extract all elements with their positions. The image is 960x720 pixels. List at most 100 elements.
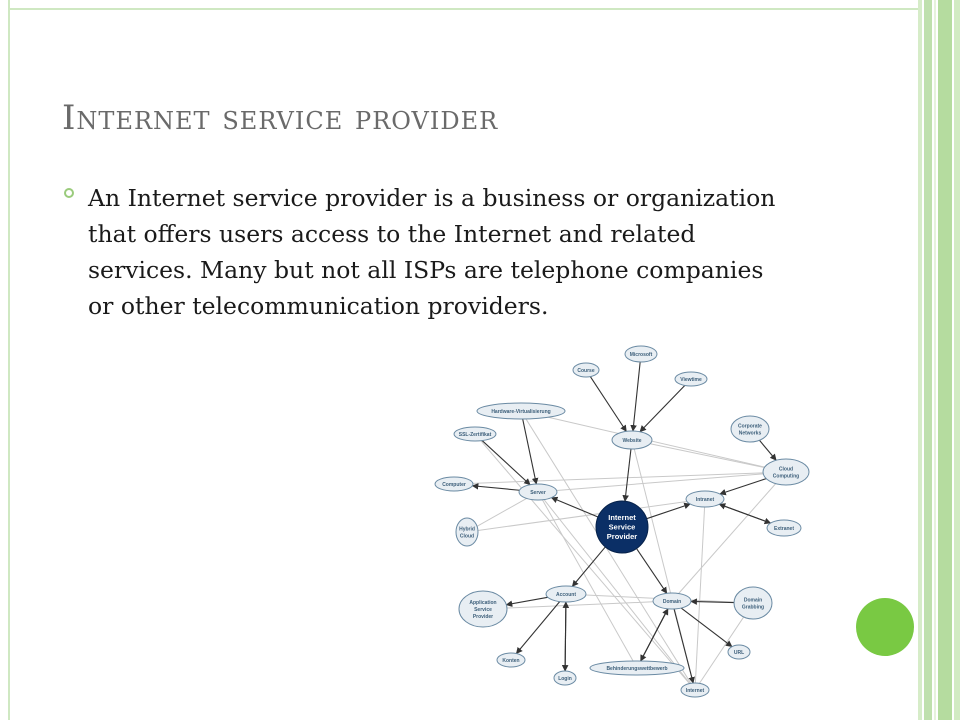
node-konten: Konten	[496, 652, 526, 668]
node-label-asp: Provider	[473, 614, 493, 620]
edge-behinderung-domain	[640, 608, 669, 662]
decor-stripe	[918, 0, 922, 720]
edge-cloud-domain	[678, 483, 777, 594]
edge-isp-account	[571, 546, 606, 587]
slide-title: Internet service provider	[62, 98, 499, 138]
edge-hybrid-intranet	[477, 501, 688, 531]
node-label-login: Login	[558, 676, 572, 682]
decor-stripe	[954, 0, 960, 720]
isp-network-diagram: InternetServiceProviderMicrosoftCourseVi…	[434, 345, 810, 698]
node-label-extranet: Extranet	[774, 526, 794, 532]
edge-corporate-cloud	[759, 439, 777, 461]
node-computer: Computer	[434, 476, 474, 492]
edge-domain-internet	[673, 608, 695, 684]
node-label-isp: Service	[609, 523, 636, 532]
edge-grabbing-domain	[690, 598, 735, 605]
edge-course-website	[589, 376, 627, 432]
diagram-nodes: InternetServiceProviderMicrosoftCourseVi…	[434, 345, 810, 698]
slide-body: An Internet service provider is a busine…	[88, 184, 776, 320]
slide-frame-left	[8, 0, 10, 720]
edge-grabbing-internet	[699, 616, 745, 684]
node-label-server: Server	[530, 490, 546, 496]
node-label-microsoft: Microsoft	[630, 352, 653, 358]
decor-stripe	[934, 0, 936, 720]
edge-cloud-intranet	[719, 478, 767, 496]
node-internet: Internet	[680, 682, 710, 698]
node-label-isp: Internet	[608, 513, 636, 522]
node-server: Server	[518, 483, 558, 501]
node-label-website: Website	[622, 438, 641, 444]
node-intranet: Intranet	[685, 490, 725, 508]
node-hardware: Hardware-Virtualisierung	[476, 402, 566, 420]
edge-account-asp	[505, 596, 548, 607]
edge-isp-intranet	[646, 502, 691, 520]
edge-server-internet	[543, 499, 691, 684]
node-label-ssl: SSL-Zertifikat	[459, 432, 492, 438]
node-label-corporate: Corporate	[738, 423, 762, 429]
node-domain: Domain	[652, 592, 692, 610]
node-login: Login	[553, 670, 577, 686]
node-account: Account	[545, 585, 587, 603]
edge-website-cloud	[650, 443, 765, 469]
node-label-cloud: Computing	[773, 473, 799, 479]
node-label-hybrid: Cloud	[460, 533, 474, 539]
node-label-cloud: Cloud	[779, 466, 793, 472]
decor-stripe	[938, 0, 952, 720]
node-label-computer: Computer	[442, 482, 466, 488]
edge-domain-url	[680, 607, 733, 648]
node-label-viewtime: Viewtime	[680, 377, 702, 383]
node-behinderung: Behinderungswettbewerb	[589, 660, 685, 676]
edge-asp-domain	[506, 601, 654, 609]
edge-intranet-extranet	[719, 503, 772, 525]
node-microsoft: Microsoft	[624, 345, 658, 363]
diagram-edges	[471, 361, 777, 684]
node-label-asp: Service	[474, 607, 492, 613]
node-label-behinderung: Behinderungswettbewerb	[606, 666, 667, 672]
node-website: Website	[611, 430, 653, 450]
node-label-hardware: Hardware-Virtualisierung	[491, 409, 550, 415]
edge-hardware-internet	[525, 418, 692, 684]
node-label-hybrid: Hybrid	[459, 526, 475, 532]
node-label-course: Course	[577, 368, 594, 374]
node-ssl: SSL-Zertifikat	[453, 426, 497, 442]
edge-server-computer	[471, 483, 520, 491]
edge-hardware-cloud	[548, 416, 765, 468]
edge-account-konten	[515, 601, 561, 655]
decor-green-circle	[856, 598, 914, 656]
node-course: Course	[572, 362, 600, 378]
edge-login-account	[562, 601, 570, 672]
node-label-intranet: Intranet	[696, 497, 715, 503]
edge-microsoft-website	[630, 361, 641, 432]
bullet-icon	[64, 188, 74, 198]
edge-computer-cloud	[472, 472, 764, 484]
edge-ssl-internet	[480, 440, 690, 684]
edge-hardware-server	[522, 418, 539, 485]
node-label-konten: Konten	[502, 658, 519, 664]
node-label-asp: Application	[469, 600, 496, 606]
node-label-corporate: Networks	[739, 430, 762, 436]
edge-website-isp	[622, 448, 632, 502]
edge-ssl-server	[481, 440, 531, 486]
slide-frame-top	[8, 8, 920, 10]
decor-stripe	[924, 0, 932, 720]
edge-server-behinderung	[541, 499, 634, 662]
node-url: URL	[727, 644, 751, 660]
node-label-grabbing: Grabbing	[742, 604, 764, 610]
node-label-isp: Provider	[607, 532, 638, 541]
node-label-url: URL	[734, 650, 744, 656]
node-label-domain: Domain	[663, 599, 681, 605]
node-label-grabbing: Domain	[744, 597, 762, 603]
edge-server-cloud	[556, 473, 764, 491]
edge-isp-domain	[636, 548, 668, 594]
node-label-account: Account	[556, 592, 576, 598]
edge-hybrid-server	[476, 497, 527, 527]
node-extranet: Extranet	[766, 519, 802, 537]
edge-viewtime-website	[639, 385, 686, 433]
edge-intranet-internet	[694, 506, 706, 684]
